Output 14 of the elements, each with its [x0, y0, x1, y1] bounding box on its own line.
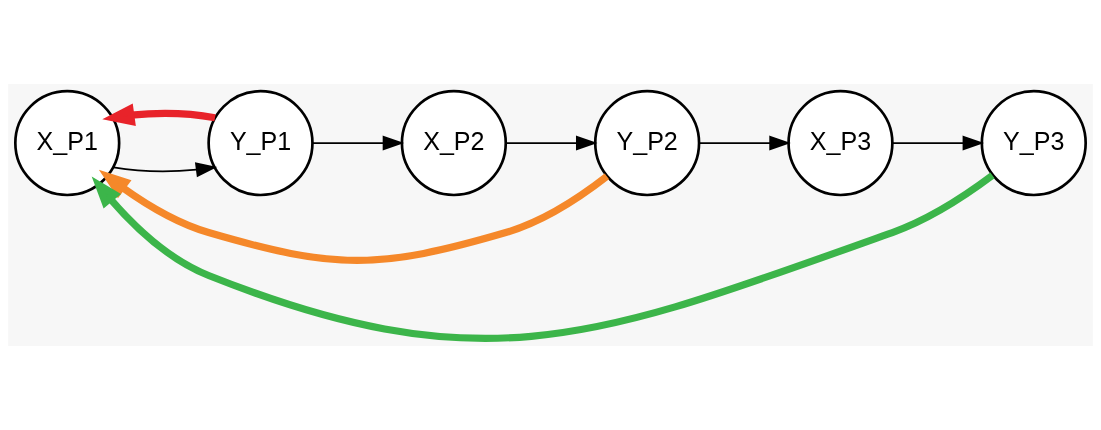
arrow — [311, 135, 405, 151]
arrow — [112, 162, 218, 178]
node-circle: Y_P1 — [207, 89, 314, 197]
node-circle: X_P3 — [787, 89, 894, 197]
arrow — [698, 135, 791, 151]
node-circle: X_P1 — [14, 89, 121, 197]
arrow — [98, 169, 610, 264]
arrow — [505, 135, 598, 151]
arrow — [102, 103, 216, 126]
arrow — [891, 135, 985, 151]
node-circle: Y_P2 — [593, 89, 701, 197]
node-circle: X_P2 — [400, 89, 508, 197]
arrow — [91, 172, 995, 342]
node-circle: Y_P3 — [980, 89, 1087, 197]
